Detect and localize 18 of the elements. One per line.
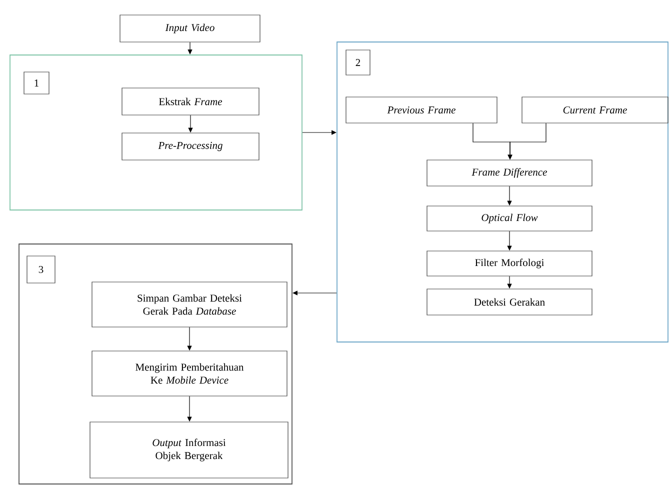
process-box: Pre-Processing <box>122 132 260 160</box>
process-box: Mengirim Pemberitahuan Ke Mobile Device <box>92 350 288 396</box>
process-box: Input Video <box>120 14 260 42</box>
stage-number-box: 3 <box>26 256 56 284</box>
process-box: Filter Morfologi <box>426 250 592 276</box>
process-box: Optical Flow <box>426 206 592 232</box>
stage-number-box: 2 <box>346 50 370 76</box>
process-box: Deteksi Gerakan <box>426 288 592 316</box>
process-box: Previous Frame <box>346 96 498 124</box>
stage-frame <box>10 54 302 210</box>
process-box: Frame Difference <box>426 160 592 186</box>
process-box: Simpan Gambar Deteksi Gerak Pada Database <box>92 282 288 328</box>
process-box: Current Frame <box>522 96 668 124</box>
stage-frame <box>18 244 292 484</box>
stage-frame <box>336 42 668 342</box>
process-box: Output Informasi Objek Bergerak <box>90 422 288 478</box>
process-box: Ekstrak Frame <box>122 88 260 116</box>
stage-number-box: 1 <box>24 72 50 94</box>
